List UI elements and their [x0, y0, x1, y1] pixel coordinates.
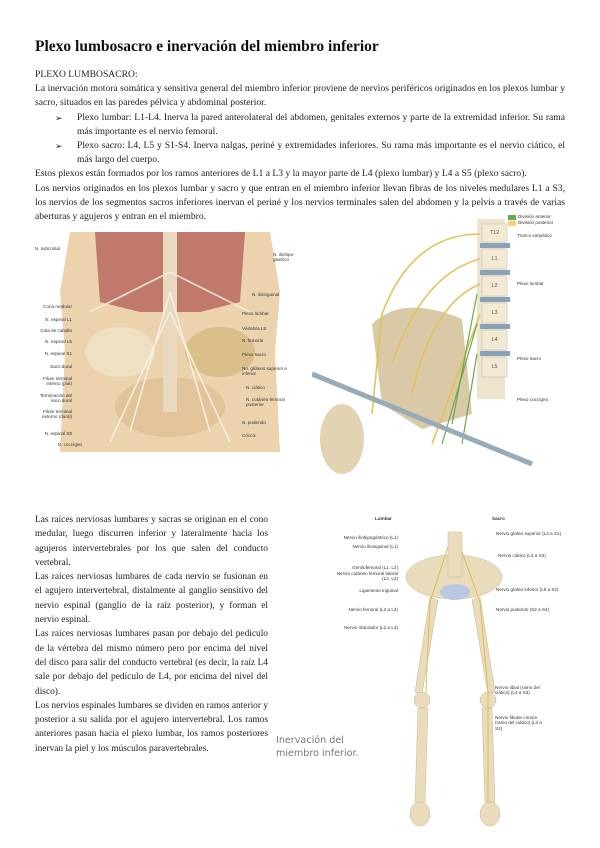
legend-label: División anterior — [518, 214, 551, 219]
vertebra-label: L5 — [491, 364, 498, 370]
label: Terminación del saco dural — [39, 393, 72, 404]
legend-swatch-posterior — [508, 221, 516, 226]
label: Vértebra L5 — [242, 326, 267, 331]
label: Nervio glúteo inferior (L5 a S2) — [496, 587, 559, 592]
label: Nervio femoral (L2 a L4) — [348, 607, 398, 612]
section-heading: PLEXO LUMBOSACRO: — [35, 69, 138, 80]
vertebra-label: L2 — [491, 283, 498, 289]
label: Cóccix — [242, 433, 256, 438]
label: N. espinal L5 — [45, 339, 72, 344]
label: Plexo lumbar — [242, 311, 269, 316]
paragraph: Las raíces nerviosas lumbares pasan por … — [35, 629, 268, 697]
label: Ligamento inguinal — [359, 588, 398, 593]
label: N. ilioinguinal — [252, 292, 280, 297]
column-heading: Sacro — [492, 516, 505, 521]
label: Nervio obturador (L2 a L4) — [344, 625, 398, 630]
arrow-bullet-icon: ➢ — [55, 112, 63, 123]
figure-lateral-lumbosacral-plexus: T12 L1 L2 L3 L4 L5 División anterior Div… — [312, 214, 588, 480]
vertebra-label: L4 — [491, 337, 498, 343]
skeleton-illustration — [405, 531, 503, 827]
label: Nervio cutáneo femoral lateral (L2, L3) — [336, 571, 398, 582]
label: Nervio ilioinguinal (L1) — [352, 544, 398, 549]
legend-label: División posterior — [518, 220, 554, 225]
label: N. pudendo — [242, 420, 266, 425]
label: N. espinal S5 — [44, 431, 72, 436]
label: Saco dural — [50, 364, 72, 369]
label: N. espinal L1 — [45, 317, 72, 322]
figure-caption: Inervación del miembro inferior. — [276, 735, 359, 759]
label: Nervio fibular común (ramo del ciático) … — [495, 715, 542, 731]
figure-posterior-lumbosacral-plexus: N. subcostal Cono medular N. espinal L1 … — [30, 232, 310, 452]
label: N. femoral — [242, 338, 264, 343]
column-heading: Lumbar — [375, 516, 392, 521]
paragraph: Los nervios originados en los plexos lum… — [35, 182, 565, 223]
label: Filum terminal externo (dural) — [42, 409, 72, 420]
legend-swatch-anterior — [508, 215, 516, 220]
label: Cono medular — [43, 304, 72, 309]
label: Plexo coccígeo — [517, 397, 549, 402]
label: Nervio iliohipogástrico (L1) — [343, 535, 398, 540]
label: Tronco simpático — [517, 233, 552, 238]
label: N. espinal S1 — [44, 351, 72, 356]
roots-section: Las raíces nerviosas lumbares y sacras s… — [35, 513, 268, 756]
arrow-bullet-icon: ➢ — [55, 141, 63, 152]
label: Cola de caballo — [40, 328, 72, 333]
anatomy-illustration — [312, 214, 533, 480]
label: N. iliohipo-gástrico — [273, 252, 295, 263]
label: Plexo sacro — [517, 356, 542, 361]
bullet-item: ➢Plexo lumbar: L1-L4. Inerva la pared an… — [35, 111, 565, 139]
label: Nn. glúteos superior e inferior — [242, 366, 287, 377]
vertebra-label: L1 — [491, 256, 498, 262]
label: Nervio glúteo superior (L4 a S1) — [496, 531, 562, 536]
vertebra-label: T12 — [489, 230, 500, 236]
label: Plexo lumbar — [517, 281, 544, 286]
paragraph: Estos plexos están formados por los ramo… — [35, 168, 527, 180]
label: Filum terminal interno (pial) — [43, 376, 72, 387]
label: Nervio tibial (ramo del ciático) (L4 a S… — [495, 685, 540, 696]
label: N. subcostal — [34, 246, 60, 251]
intro-paragraph: La inervación motora somática y sensitiv… — [35, 83, 565, 109]
label: N. cutáneo femoral posterior — [246, 397, 285, 408]
anatomy-illustration — [30, 232, 310, 452]
label: Plexo sacro — [242, 352, 267, 357]
bullet-item: ➢Plexo sacro: L4, L5 y S1-S4. Inerva nal… — [35, 139, 565, 167]
label: Nervio pudendo (S2 a S4) — [496, 607, 550, 612]
paragraph: Los nervios espinales lumbares se divide… — [35, 700, 269, 754]
vertebra-label: L3 — [491, 310, 498, 316]
label: N. coccígeo — [57, 442, 82, 447]
page-title: Plexo lumbosacro e inervación del miembr… — [35, 38, 379, 55]
paragraph: Las raíces nerviosas lumbares de cada ne… — [35, 572, 268, 626]
label: Genitofemoral (L1, L2) — [352, 565, 398, 570]
label: N. ciático — [246, 385, 265, 390]
label: Nervio ciático (L4 a S3) — [498, 553, 546, 558]
figure-lower-limb-innervation: Lumbar Sacro Nervio iliohipogástrico (L1… — [330, 512, 595, 842]
paragraph: Las raíces nerviosas lumbares y sacras s… — [35, 515, 268, 568]
intro-section: PLEXO LUMBOSACRO: La inervación motora s… — [35, 68, 565, 224]
